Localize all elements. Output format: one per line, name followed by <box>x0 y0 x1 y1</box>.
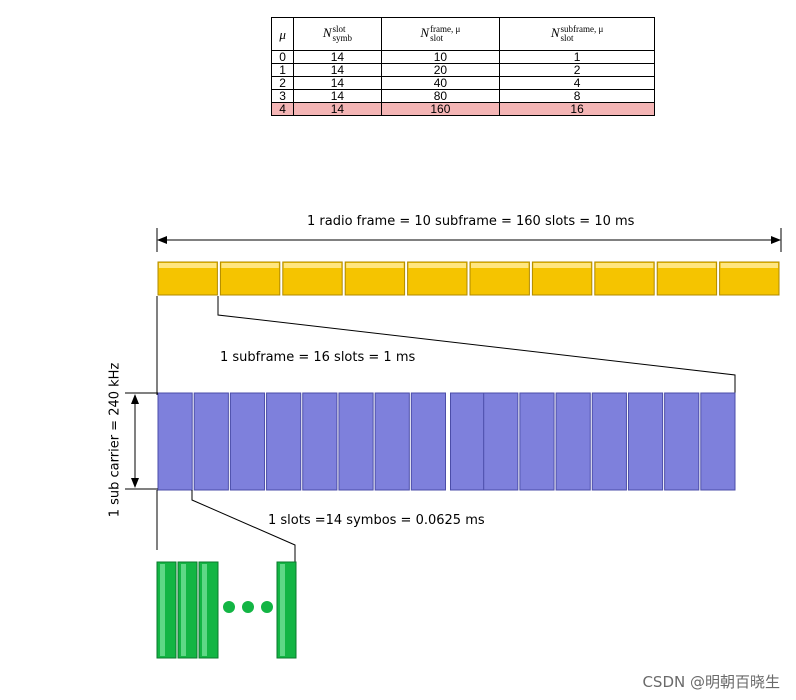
frame-label: 1 radio frame = 10 subframe = 160 slots … <box>307 214 635 229</box>
table-row: 0 14 10 1 <box>270 50 655 64</box>
zoom-line-slot-right <box>191 490 296 562</box>
subframe-highlight <box>346 263 404 268</box>
slot-block <box>229 392 266 491</box>
slot-label: 1 slots =14 symbos = 0.0625 ms <box>268 513 485 528</box>
subframe-highlight <box>471 263 529 268</box>
subframe-highlight <box>533 263 591 268</box>
slot-block <box>266 392 302 491</box>
slot-block <box>410 392 446 491</box>
table-row-highlighted: 4 14 160 16 <box>270 102 655 116</box>
subframe-label: 1 subframe = 16 slots = 1 ms <box>220 350 416 365</box>
zoom-line-right <box>217 296 736 395</box>
slot-row <box>157 392 736 491</box>
table-cell: 14 <box>293 102 382 116</box>
slot-block <box>519 392 555 491</box>
slot-block <box>450 392 486 491</box>
table-cell: 20 <box>380 63 501 77</box>
subframe-highlight <box>408 263 466 268</box>
subframe-highlight <box>720 263 778 268</box>
slot-block <box>193 392 229 491</box>
table-row: 3 14 80 8 <box>270 89 655 103</box>
slot-block <box>374 392 410 491</box>
subcarrier-label: 1 sub carrier = 240 kHz <box>107 362 123 518</box>
table-cell: 16 <box>499 102 655 116</box>
symbol-block <box>276 561 297 659</box>
slot-block <box>157 392 193 491</box>
subframe-row <box>157 261 780 296</box>
watermark: CSDN @明朝百晓生 <box>642 673 780 691</box>
symbol-highlight <box>202 564 207 656</box>
symbol-highlight <box>160 564 165 656</box>
slot-block <box>664 392 700 491</box>
slot-block <box>338 392 374 491</box>
table-row: 1 14 20 2 <box>270 63 655 77</box>
symbol-highlight <box>280 564 285 656</box>
subframe-highlight <box>658 263 716 268</box>
table-cell: 4 <box>270 102 295 116</box>
slot-block <box>555 392 591 491</box>
subframe-highlight <box>283 263 342 268</box>
slot-block <box>302 392 338 491</box>
symbol-row <box>156 561 297 659</box>
subframe-highlight <box>595 263 654 268</box>
symbol-block <box>177 561 198 659</box>
slot-block <box>700 392 736 491</box>
symbol-highlight <box>181 564 186 656</box>
slot-block <box>627 392 664 491</box>
slot-block <box>483 392 519 491</box>
subframe-highlight <box>159 263 217 268</box>
symbol-block <box>198 561 219 659</box>
table-cell: 160 <box>380 102 501 116</box>
slot-block <box>591 392 627 491</box>
symbol-block <box>156 561 177 659</box>
ellipsis-dots <box>223 601 273 613</box>
subframe-highlight <box>221 263 279 268</box>
